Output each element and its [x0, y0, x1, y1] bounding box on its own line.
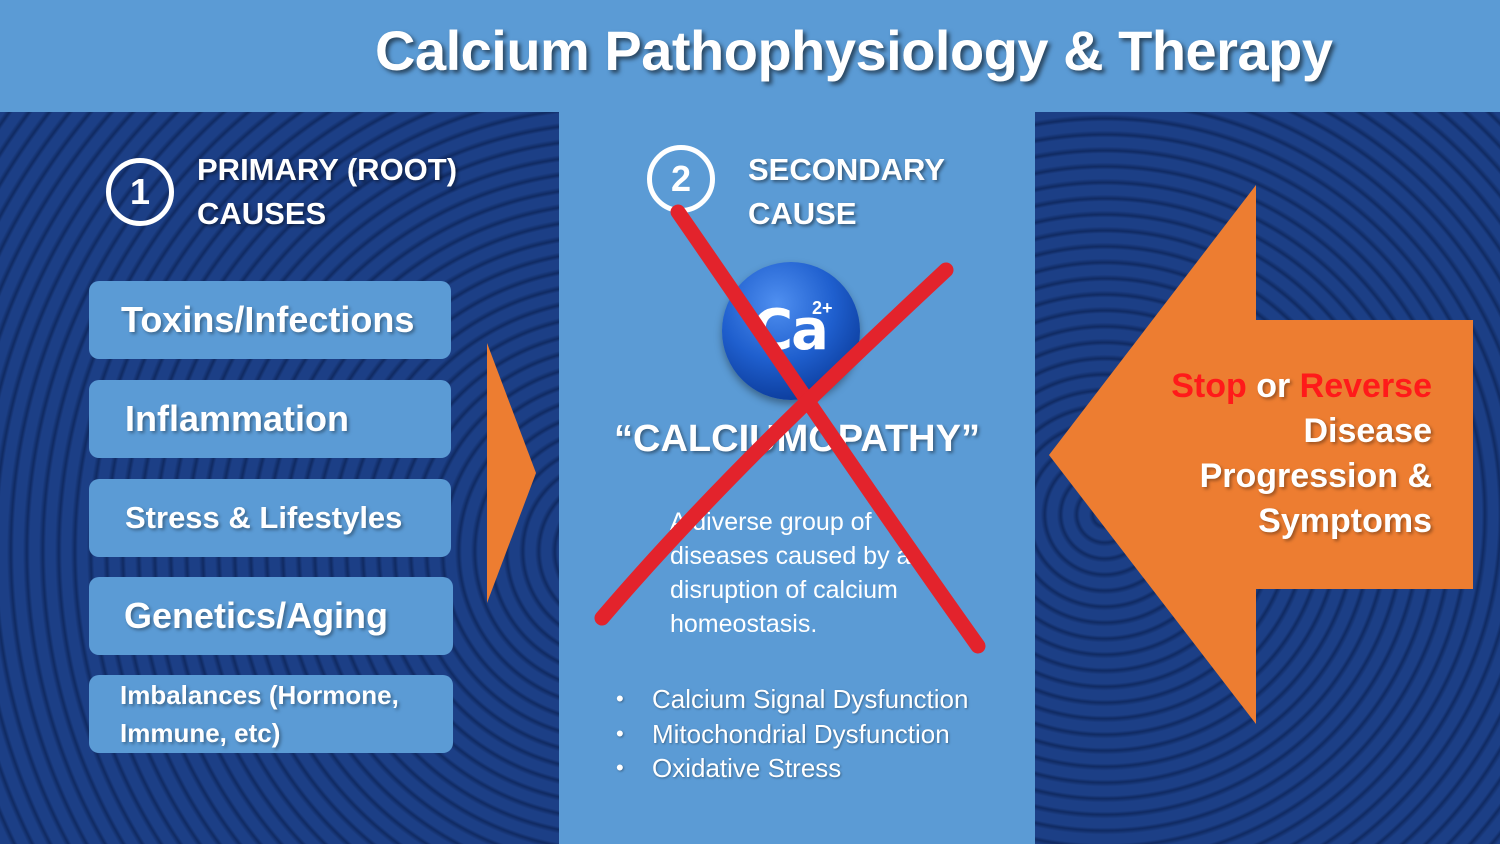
- left-pointing-arrow: [1049, 185, 1473, 724]
- therapy-line1: Stop or Reverse: [1112, 364, 1432, 409]
- mechanism-list: • Calcium Signal Dysfunction • Mitochondri…: [612, 682, 968, 786]
- or-word: or: [1256, 367, 1291, 405]
- slide-title: Calcium Pathophysiology & Therapy: [375, 19, 1333, 82]
- primary-heading-line1: PRIMARY (ROOT): [197, 152, 458, 187]
- secondary-heading-line1: SECONDARY: [748, 152, 945, 187]
- secondary-heading-line2: CAUSE: [748, 196, 857, 231]
- bullet-icon: •: [616, 720, 624, 746]
- cause-box-stress: Stress & Lifestyles: [89, 479, 451, 557]
- list-item: • Calcium Signal Dysfunction: [612, 682, 968, 717]
- list-item: • Oxidative Stress: [612, 751, 968, 786]
- therapy-line4: Symptoms: [1258, 502, 1432, 540]
- cause-box-toxins: Toxins/Infections: [89, 281, 451, 359]
- cause-box-inflammation: Inflammation: [89, 380, 451, 458]
- therapy-line3: Progression &: [1199, 457, 1432, 495]
- primary-heading: PRIMARY (ROOT) CAUSES: [197, 148, 457, 236]
- secondary-cause-panel: [559, 112, 1035, 844]
- cross-stroke-ascending: [594, 262, 954, 626]
- mechanism-label: Mitochondrial Dysfunction: [652, 718, 950, 749]
- reverse-word: Reverse: [1299, 367, 1432, 405]
- title-bar: [0, 0, 1500, 112]
- mechanism-label: Oxidative Stress: [652, 753, 842, 783]
- therapy-message: Stop or Reverse Disease Progression & Sy…: [1112, 364, 1432, 544]
- calciumopathy-term: “CALCIUMOPATHY”: [614, 418, 980, 460]
- primary-heading-line2: CAUSES: [197, 196, 327, 231]
- bullet-icon: •: [616, 755, 624, 780]
- therapy-line2: Disease: [1303, 412, 1432, 450]
- mechanism-label: Calcium Signal Dysfunction: [652, 684, 969, 714]
- secondary-heading: SECONDARY CAUSE: [748, 148, 945, 236]
- right-pointing-arrow: [487, 343, 536, 603]
- cross-stroke-descending: [670, 204, 986, 654]
- step-one-badge: 1: [106, 158, 174, 226]
- bullet-icon: •: [616, 686, 624, 711]
- cause-box-genetics: Genetics/Aging: [89, 577, 453, 655]
- stop-word: Stop: [1171, 367, 1247, 405]
- calcium-charge: 2+: [812, 298, 833, 318]
- list-item: • Mitochondrial Dysfunction: [612, 717, 968, 752]
- cause-box-imbalances: Imbalances (Hormone, Immune, etc): [89, 675, 453, 753]
- calciumopathy-description: A diverse group of diseases caused by a …: [670, 508, 911, 638]
